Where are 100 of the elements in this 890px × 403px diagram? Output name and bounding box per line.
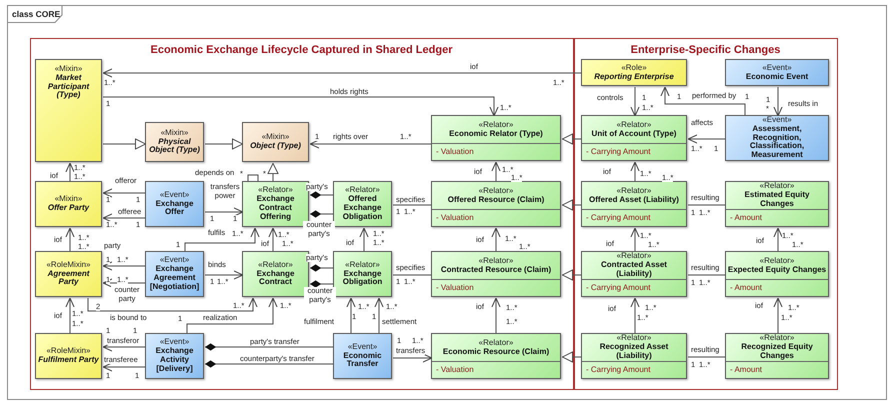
- class-name: Offered Asset (Liability): [589, 196, 679, 204]
- association-line: [248, 174, 258, 182]
- association-arrow: [65, 298, 75, 334]
- stereotype-label: «Mixin»: [160, 128, 188, 138]
- association-arrow: [204, 270, 244, 280]
- association-line: [688, 356, 726, 358]
- stereotype-label: «Relator»: [616, 252, 652, 261]
- class-box: [581, 59, 687, 86]
- class-box: [725, 59, 829, 86]
- stereotype-label: «Relator»: [616, 186, 652, 196]
- stereotype-label: «RoleMixin»: [46, 260, 91, 270]
- class-name: Recognized Asset (Liability): [598, 343, 670, 361]
- package-frame: [574, 38, 838, 390]
- stereotype-label: «Role»: [621, 64, 647, 72]
- class-name: Exchange Contract: [256, 270, 296, 288]
- stereotype-label: «Mixin»: [54, 195, 82, 204]
- class-box: [431, 115, 561, 161]
- class-name: Offered Exchange Obligation: [342, 195, 384, 222]
- class-box: [35, 333, 102, 379]
- attribute-row: - Valuation: [432, 279, 560, 296]
- package-title: Economic Exchange Lifecycle Captured in Shared Ledger: [150, 44, 454, 56]
- generalization-arrow: [562, 270, 582, 280]
- class-box: [725, 333, 829, 379]
- class-name: Exchange Agreement [Negotiation]: [148, 265, 200, 292]
- package-title: Enterprise-Specific Changes: [630, 44, 782, 56]
- association-line: [688, 274, 726, 276]
- stereotype-label: «Relator»: [258, 186, 293, 195]
- attribute-row: - Valuation: [432, 361, 560, 378]
- association-arrow: [310, 139, 432, 149]
- association-arrow: [773, 228, 783, 252]
- class-box: [333, 181, 392, 227]
- class-name: Economic Transfer: [342, 352, 383, 370]
- class-box: [145, 181, 204, 227]
- class-box: [35, 251, 102, 297]
- association-arrow: [630, 298, 640, 334]
- association-arrow: [773, 86, 783, 116]
- class-name: Economic Event: [746, 72, 808, 82]
- composition-line: [204, 360, 334, 368]
- class-box: [581, 115, 687, 161]
- composition-line: [204, 343, 334, 351]
- association-arrow: [346, 298, 356, 334]
- generalization-arrow: [562, 134, 582, 144]
- association-arrow: [102, 278, 146, 288]
- diagram-frame: [7, 5, 887, 400]
- class-box: [145, 122, 204, 162]
- association-arrow: [102, 68, 582, 78]
- class-name: Exchange Activity [Delivery]: [154, 347, 194, 374]
- class-box: [145, 333, 204, 379]
- attribute-row: - Carrying Amount: [582, 143, 686, 160]
- class-name: Fulfilment Party: [38, 356, 99, 365]
- association-arrow: [102, 96, 499, 116]
- class-name: Assessment, Recognition, Classification, Measurement: [748, 124, 806, 160]
- stereotype-label: «Relator»: [760, 182, 794, 191]
- class-name: Offered Resource (Claim): [448, 196, 544, 204]
- generalization-arrow: [204, 138, 244, 150]
- attribute-row: - Carrying Amount: [582, 361, 686, 378]
- class-name: Exchange Contract Offering: [256, 195, 296, 222]
- generalization-arrow: [268, 162, 278, 182]
- class-name: Unit of Account (Type): [592, 130, 676, 138]
- class-box: [333, 251, 392, 297]
- association-arrow: [773, 298, 783, 334]
- class-box: [431, 251, 561, 297]
- class-box: [581, 181, 687, 227]
- association-arrow: [102, 362, 146, 372]
- stereotype-label: «Relator»: [258, 260, 293, 270]
- attribute-row: - Carrying Amount: [582, 279, 686, 296]
- class-name: Contracted Resource (Claim): [440, 266, 552, 274]
- association-arrow: [374, 298, 384, 334]
- generalization-arrow: [102, 138, 146, 150]
- association-arrow: [186, 298, 278, 334]
- class-box: [35, 181, 102, 227]
- class-name: Physical Object (Type): [148, 138, 201, 156]
- class-box: [581, 333, 687, 379]
- association-arrow: [491, 162, 501, 182]
- class-box: [431, 181, 561, 227]
- class-name: Expected Equity Changes: [728, 266, 826, 274]
- class-box: [35, 59, 102, 162]
- association-arrow: [268, 228, 278, 252]
- stereotype-label: «RoleMixin»: [46, 347, 91, 356]
- class-name: Reporting Enterprise: [594, 72, 674, 82]
- stereotype-label: «Mixin»: [262, 133, 290, 142]
- stereotype-label: «Event»: [160, 190, 190, 200]
- class-name: Estimated Equity Changes: [744, 191, 810, 209]
- stereotype-label: «Relator»: [760, 334, 794, 343]
- class-box: [431, 333, 561, 379]
- association-arrow: [660, 86, 746, 116]
- attribute-row: - Amount: [726, 209, 828, 226]
- association-line: [688, 204, 726, 206]
- generalization-arrow: [562, 200, 582, 210]
- stereotype-label: «Relator»: [478, 120, 514, 130]
- class-name: Economic Resource (Claim): [442, 348, 550, 356]
- stereotype-label: «Relator»: [478, 186, 514, 196]
- class-box: [242, 122, 309, 162]
- stereotype-label: «Relator»: [760, 256, 794, 266]
- association-arrow: [688, 134, 726, 144]
- association-arrow: [359, 228, 369, 252]
- association-line: [392, 204, 432, 206]
- class-name: Agreement Party: [46, 270, 91, 288]
- class-box: [145, 251, 204, 297]
- association-arrow: [102, 342, 146, 352]
